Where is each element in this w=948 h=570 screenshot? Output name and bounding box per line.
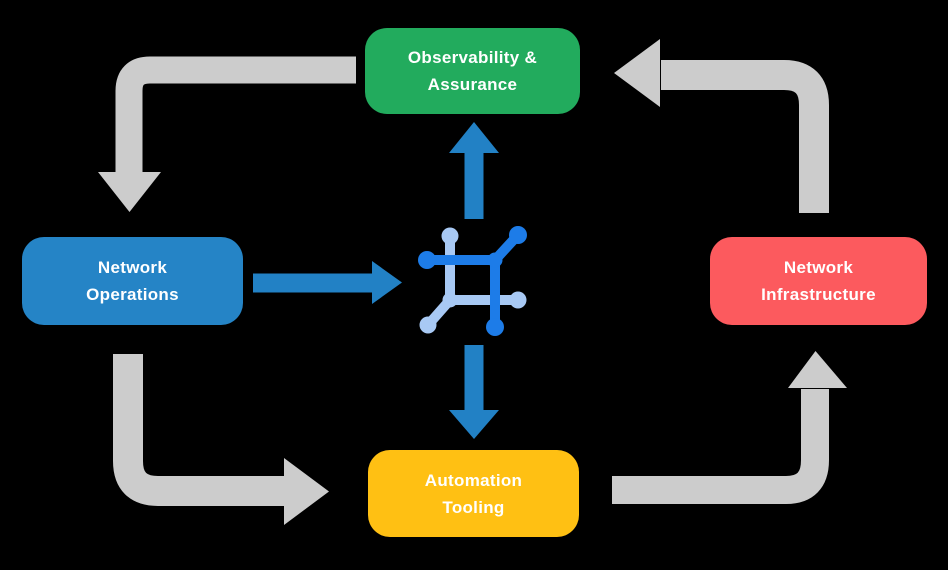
arrow-head: [284, 458, 329, 525]
node-network-operations: Network Operations: [22, 237, 243, 325]
icon-corner-dot: [442, 292, 458, 308]
node-automation-tooling: Automation Tooling: [368, 450, 579, 537]
node-label: Network Operations: [86, 254, 179, 308]
node-label-line: Observability &: [407, 48, 538, 67]
node-label: Network Infrastructure: [761, 254, 876, 308]
icon-node-dot: [441, 227, 459, 245]
arrow-infrastructure-to-observability: [614, 39, 829, 213]
arrow-center-to-automation: [449, 345, 499, 439]
arrow-head: [449, 122, 499, 153]
node-label-line: Network: [783, 258, 854, 277]
arrow-operations-to-automation: [113, 354, 329, 525]
arrow-center-to-observability: [449, 122, 499, 219]
node-label: Observability & Assurance: [408, 44, 537, 98]
arrow-shaft: [661, 60, 829, 213]
arrow-head: [614, 39, 660, 107]
node-label-line: Assurance: [427, 75, 518, 94]
icon-node-dot: [509, 226, 527, 244]
network-mesh-icon: [410, 218, 530, 338]
arrow-head: [788, 351, 847, 388]
arrow-shaft: [113, 354, 285, 506]
icon-node-dot: [418, 251, 436, 269]
arrow-head: [372, 261, 402, 304]
network-mesh-icon-svg: [418, 226, 527, 336]
arrow-shaft: [612, 389, 829, 504]
icon-node-dot: [419, 316, 437, 334]
node-label-line: Infrastructure: [761, 285, 876, 304]
icon-dark-strokes: [418, 226, 527, 336]
node-label: Automation Tooling: [425, 467, 522, 521]
icon-node-dot: [486, 318, 504, 336]
arrow-shaft: [115, 56, 356, 173]
arrow-head: [449, 410, 499, 439]
node-label-line: Tooling: [442, 497, 505, 517]
node-network-infrastructure: Network Infrastructure: [710, 237, 927, 325]
icon-node-dot: [509, 291, 527, 309]
node-observability-assurance: Observability & Assurance: [365, 28, 580, 114]
node-label-line: Operations: [86, 285, 179, 304]
node-label-line: Automation: [424, 470, 523, 490]
arrow-observability-to-operations: [98, 56, 356, 212]
arrow-automation-to-infrastructure: [612, 351, 847, 504]
icon-corner-dot: [487, 252, 503, 268]
arrow-operations-to-center: [253, 261, 402, 304]
node-label-line: Network: [97, 258, 168, 277]
arrow-head: [98, 172, 161, 212]
